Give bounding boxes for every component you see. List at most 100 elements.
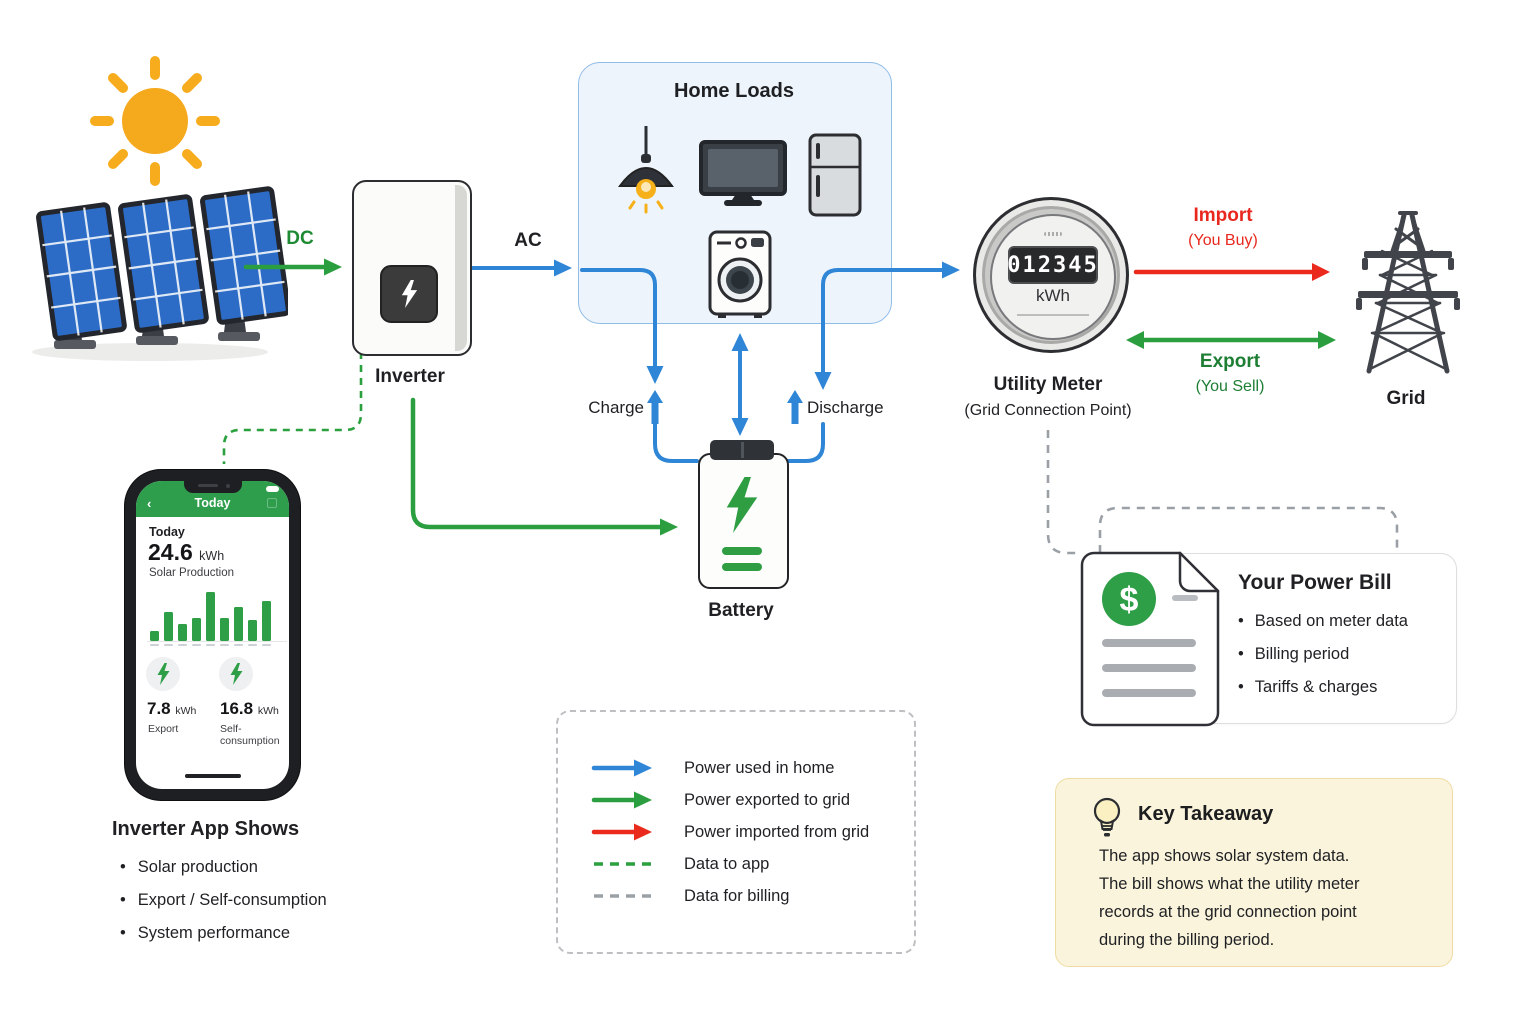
legend-label: Power used in home (684, 758, 835, 777)
fridge-icon (808, 133, 862, 217)
self-consumption-stat-value: 16.8 kWh (220, 699, 279, 718)
phone-app-header: ‹ Today (136, 481, 289, 517)
center-up-arrowhead (731, 333, 749, 351)
export-left-arrowhead (1126, 331, 1144, 349)
tv-icon (699, 140, 787, 206)
inverter-to-battery-line (410, 397, 665, 530)
bill-document-icon: $ (1080, 551, 1220, 727)
battery-box (698, 453, 789, 589)
chart-bar (178, 624, 187, 641)
chart-bar (262, 601, 271, 641)
bill-bullet: Tariffs & charges (1238, 678, 1378, 697)
blue-arrow-swatch (591, 759, 652, 777)
export-stat-icon (146, 657, 180, 691)
to-meter-arrowhead (942, 261, 960, 279)
utility-meter: 012345 kWh (973, 197, 1129, 353)
discharge-down-arrowhead (814, 372, 832, 390)
inverter-box (352, 180, 472, 356)
battery-level-bar (722, 547, 762, 555)
battery-bolt-icon (726, 477, 758, 533)
chart-bar (164, 612, 173, 641)
chart-bar (206, 592, 215, 641)
chart-bar (234, 607, 243, 641)
import-label: Import (1193, 205, 1253, 226)
phone-speaker (197, 484, 218, 487)
phone-bar-chart (147, 581, 287, 642)
panel-3 (200, 186, 288, 325)
ac-label: AC (514, 230, 542, 251)
bill-bullet: Billing period (1238, 645, 1349, 664)
legend-label: Power imported from grid (684, 822, 870, 841)
self-consumption-stat-label: Self-consumption (220, 723, 280, 747)
phone-home-indicator (184, 774, 241, 778)
export-sublabel: (You Sell) (1195, 378, 1265, 395)
utility-meter-label: Utility Meter (993, 374, 1103, 395)
red-arrow-swatch (591, 823, 652, 841)
phone-screen: ‹ Today Today 24.6 kWh Solar Production (136, 481, 289, 789)
charge-label: Charge (588, 398, 644, 417)
grid-label: Grid (1386, 388, 1426, 409)
discharge-up-glyph (787, 390, 803, 424)
takeaway-title: Key Takeaway (1138, 803, 1274, 825)
app-shows-bullet: System performance (120, 924, 290, 943)
loads-to-charge-line (580, 268, 657, 370)
phone-production-caption: Solar Production (149, 567, 235, 579)
export-label: Export (1199, 351, 1261, 372)
takeaway-text-line: The app shows solar system data. (1099, 847, 1350, 865)
production-unit: kWh (199, 549, 225, 563)
legend-label: Data to app (684, 854, 770, 873)
dollar-icon (1102, 572, 1156, 626)
washing-machine-icon (708, 230, 772, 318)
charge-down-arrowhead (646, 366, 664, 384)
export-stat-label: Export (148, 723, 179, 735)
charge-into-battery-line (653, 422, 699, 463)
chart-bar (150, 631, 159, 641)
legend-item: Power exported to grid (590, 791, 914, 810)
to-battery-arrowhead (660, 518, 678, 536)
battery-level-bar (722, 563, 762, 571)
power-bill-title: Your Power Bill (1238, 571, 1392, 594)
inverter-label: Inverter (375, 366, 445, 387)
import-sublabel: (You Buy) (1188, 232, 1258, 249)
legend-item: Power imported from grid (590, 823, 914, 842)
meter-slot (1017, 314, 1089, 316)
phone-camera (225, 483, 230, 488)
inverter-chip (380, 265, 438, 323)
ac-arrowhead (554, 259, 572, 277)
svg-text:$: $ (1120, 581, 1139, 619)
phone-notch (183, 481, 242, 493)
production-value: 24.6 (148, 539, 193, 565)
discharge-label: Discharge (807, 398, 884, 417)
phone-battery-status-icon (266, 486, 279, 492)
loads-to-meter-line (821, 268, 946, 376)
meter-face: 012345 kWh (990, 214, 1116, 340)
lightbulb-icon (1093, 797, 1121, 837)
import-arrowhead (1312, 263, 1330, 281)
billing-phantom-page (1098, 506, 1399, 598)
legend-label: Data for billing (684, 886, 790, 905)
dc-label: DC (286, 228, 314, 249)
grid-pylon-icon (1356, 211, 1460, 374)
data-for-billing-line (1046, 430, 1080, 555)
phone-production-value: 24.6 kWh (148, 539, 224, 566)
gray-dash-swatch (594, 894, 652, 898)
center-down-arrowhead (731, 418, 749, 436)
bill-bullet: Based on meter data (1238, 612, 1408, 631)
solar-panels-icon (32, 186, 288, 361)
self-consumption-stat-icon (219, 657, 253, 691)
key-takeaway-box: Key Takeaway The app shows solar system … (1055, 778, 1453, 967)
legend-item: Data to app (590, 855, 914, 874)
app-shows-title: Inverter App Shows (112, 818, 300, 840)
battery-label: Battery (708, 600, 774, 621)
bolt-icon (230, 663, 242, 685)
legend-label: Power exported to grid (684, 790, 851, 809)
green-arrow-swatch (591, 791, 652, 809)
phone-back-button: ‹ (147, 496, 152, 511)
home-loads-title: Home Loads (673, 80, 795, 102)
charge-up-glyph (647, 390, 663, 424)
battery-terminal-gap (740, 442, 744, 458)
data-to-app-line (222, 352, 363, 464)
panel-1 (36, 202, 127, 341)
